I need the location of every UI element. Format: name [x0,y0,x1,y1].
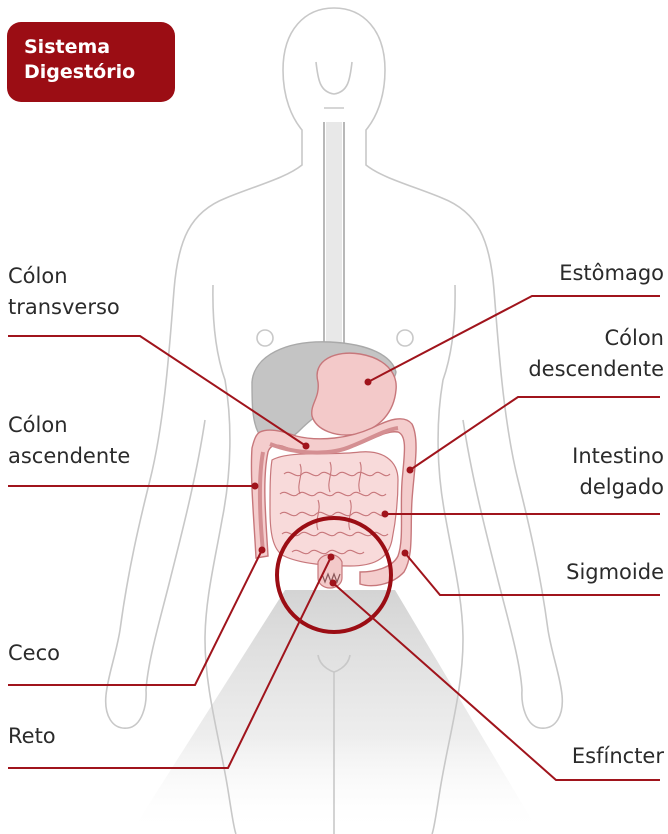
label-colon-transverso-line1: Cólon [8,261,120,292]
label-colon-ascendente-line1: Cólon [8,410,130,441]
dot-ceco [259,547,266,554]
label-colon-ascendente-line2: ascendente [8,441,130,472]
label-ceco-text: Ceco [8,638,60,669]
label-colon-descendente-line1: Cólon [528,323,664,354]
label-intestino-delgado-line2: delgado [572,472,664,503]
label-intestino-delgado: Intestino delgado [572,441,664,503]
small-intestine [270,452,398,566]
title-badge: Sistema Digestório [7,22,175,102]
dot-reto [328,554,335,561]
label-ceco: Ceco [8,638,60,669]
dot-colon-descendente [407,467,414,474]
label-estomago: Estômago [559,258,664,289]
dot-colon-transverso [303,443,310,450]
label-estomago-text: Estômago [559,258,664,289]
label-sigmoide: Sigmoide [566,557,664,588]
dot-estomago [365,379,372,386]
dot-intestino-delgado [382,511,389,518]
label-sigmoide-text: Sigmoide [566,557,664,588]
title-line-1: Sistema [24,35,175,60]
dot-colon-ascendente [252,483,259,490]
dot-esfincter [330,580,337,587]
title-line-2: Digestório [24,60,175,85]
label-colon-descendente-line2: descendente [528,354,664,385]
label-colon-ascendente: Cólon ascendente [8,410,130,472]
label-colon-transverso-line2: transverso [8,292,120,323]
label-esfincter-text: Esfíncter [572,741,664,772]
label-intestino-delgado-line1: Intestino [572,441,664,472]
label-reto: Reto [8,721,56,752]
label-esfincter: Esfíncter [572,741,664,772]
label-colon-descendente: Cólon descendente [528,323,664,385]
dot-sigmoide [402,550,409,557]
label-reto-text: Reto [8,721,56,752]
label-colon-transverso: Cólon transverso [8,261,120,323]
